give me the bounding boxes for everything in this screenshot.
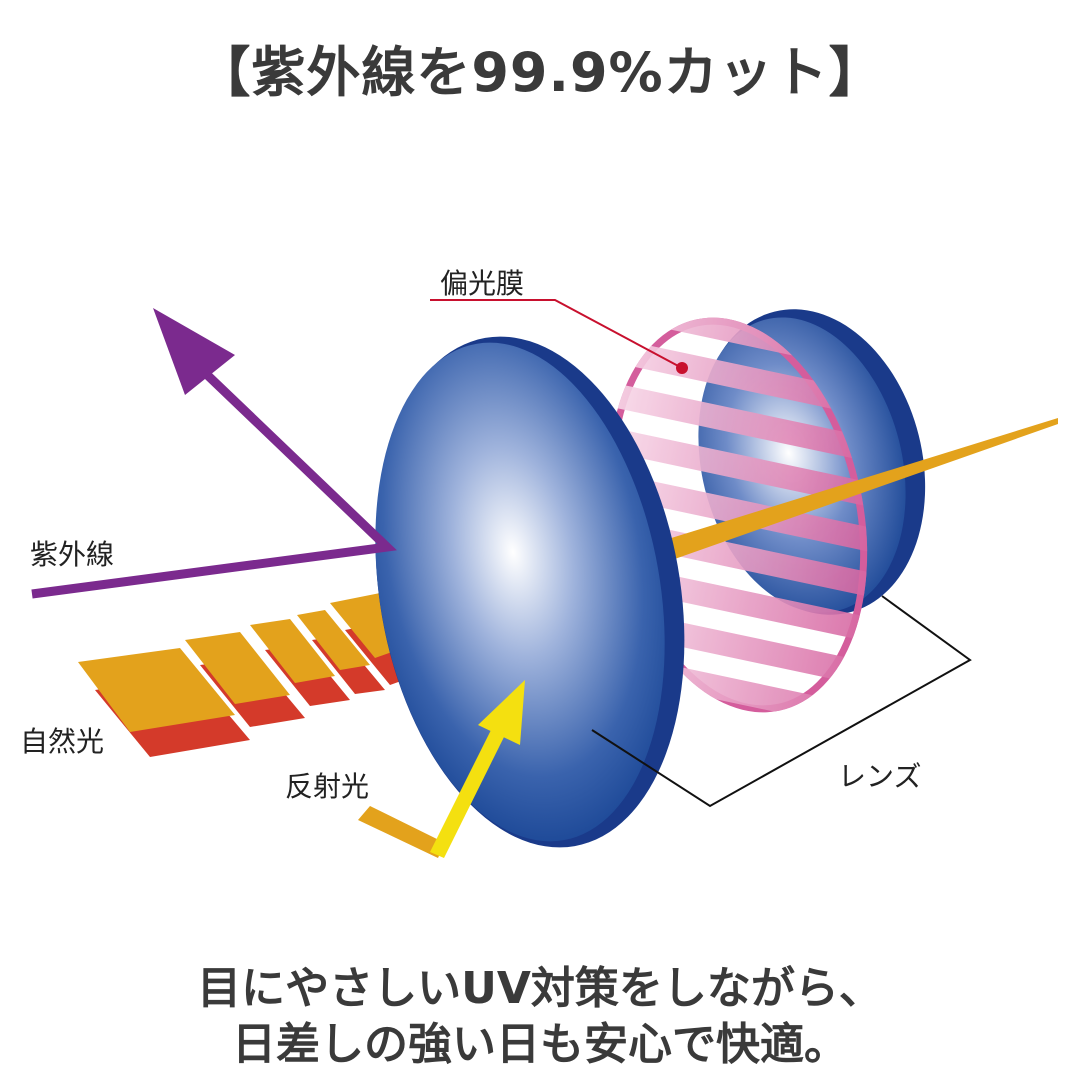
label-reflected-light: 反射光 [285, 770, 370, 803]
reflected-light-arrow [358, 680, 525, 858]
leader-dot [676, 362, 688, 374]
label-natural-light: 自然光 [20, 725, 105, 758]
label-polarizing-film: 偏光膜 [440, 267, 525, 300]
caption-line-1: 目にやさしいUV対策をしながら、 [197, 963, 883, 1014]
lens-leader [591, 595, 972, 808]
caption-line-2: 日差しの強い日も安心で快適。 [232, 1019, 848, 1070]
uv-arrow [31, 308, 397, 599]
polarizing-film-leader [430, 299, 683, 369]
page-title: 【紫外線を99.9%カット】 [196, 41, 884, 104]
front-lens [375, 336, 685, 848]
label-uv: 紫外線 [30, 538, 115, 571]
label-lens: レンズ [838, 760, 922, 793]
